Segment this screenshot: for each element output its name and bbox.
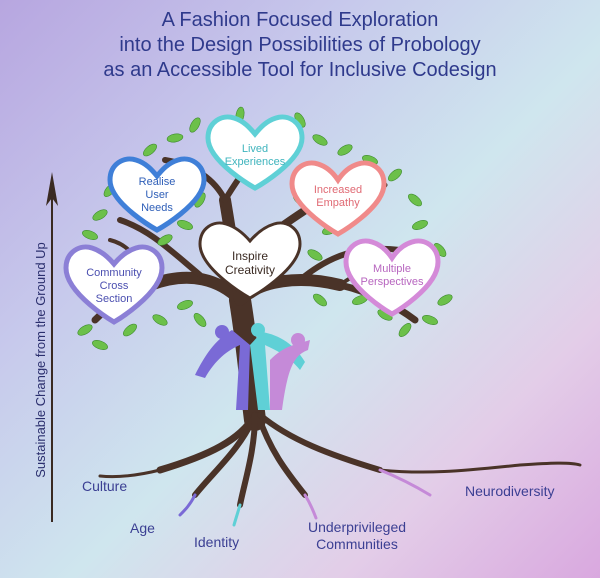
upward-arrow-icon — [46, 172, 58, 522]
title-line-2: into the Design Possibilities of Probolo… — [119, 34, 481, 56]
root-tips — [178, 468, 432, 527]
heart-label-realise: Realise User Needs — [117, 176, 197, 215]
people-figures — [195, 323, 310, 410]
heart-label-empathy-line-2: Empathy — [316, 197, 360, 209]
heart-label-perspectives-line-1: Multiple — [373, 263, 411, 275]
heart-label-community-line-1: Community — [86, 267, 142, 279]
heart-label-lived-line-1: Lived — [241, 143, 269, 155]
heart-label-community-line-3: Section — [95, 293, 133, 305]
heart-increased-empathy — [289, 160, 387, 237]
root-label-identity: Identity — [194, 534, 240, 550]
heart-label-empathy-line-1: Increased — [313, 184, 363, 196]
heart-label-creativity-line-2: Creativity — [224, 263, 275, 277]
root-label-age: Age — [130, 520, 155, 536]
title-line-3: as an Accessible Tool for Inclusive Code… — [103, 59, 497, 81]
heart-label-creativity: Inspire Creativity — [208, 249, 292, 277]
root-label-culture: Culture — [82, 478, 128, 494]
heart-label-realise-line-2: User — [145, 189, 169, 201]
heart-inspire-creativity — [198, 221, 302, 300]
root-label-neurodiversity: Neurodiversity — [465, 483, 555, 499]
heart-label-realise-line-1: Realise — [138, 176, 176, 188]
heart-label-realise-line-3: Needs — [141, 202, 173, 214]
heart-label-lived-line-2: Experiences — [224, 156, 286, 168]
axis-label-text: Sustainable Change from the Ground Up — [33, 242, 48, 478]
heart-realise-user-needs — [107, 156, 207, 233]
heart-label-lived: Lived Experiences — [215, 143, 295, 169]
heart-label-perspectives: Multiple Perspectives — [350, 263, 434, 289]
page-title: A Fashion Focused Exploration into the D… — [0, 8, 600, 83]
root-label-underprivileged-line-2: Communities — [316, 536, 398, 552]
heart-multiple-perspectives — [343, 238, 441, 317]
tree-roots — [98, 411, 582, 508]
heart-lived-experiences — [205, 114, 305, 191]
root-label-underprivileged-line-1: Underprivileged — [307, 519, 407, 535]
heart-label-empathy: Increased Empathy — [298, 184, 378, 210]
root-label-underprivileged: Underprivileged Communities — [298, 519, 416, 553]
heart-label-perspectives-line-2: Perspectives — [360, 276, 424, 288]
heart-community-cross-section — [63, 244, 165, 325]
heart-label-community-line-2: Cross — [99, 280, 129, 292]
heart-label-community: Community Cross Section — [72, 267, 156, 306]
heart-label-creativity-line-1: Inspire — [231, 249, 269, 263]
title-line-1: A Fashion Focused Exploration — [161, 9, 439, 31]
